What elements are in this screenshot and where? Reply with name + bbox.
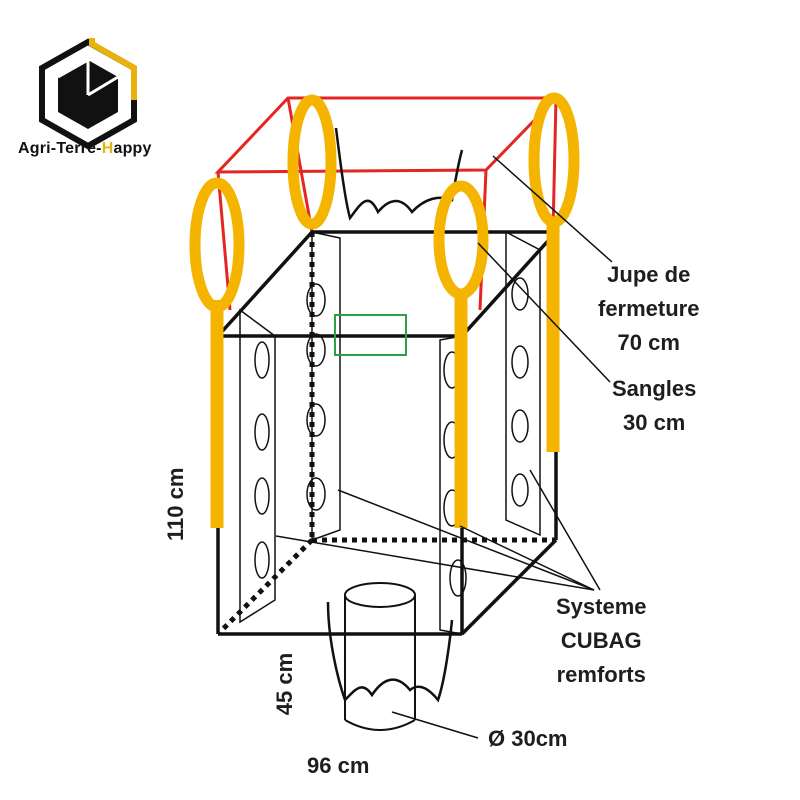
discharge-spout <box>326 582 454 731</box>
cubag-label: Systeme CUBAG remforts <box>556 594 647 687</box>
brand-name: Agri-Terre-Happy <box>18 140 152 157</box>
closing-skirt <box>214 96 560 311</box>
width-label: 96 cm <box>307 753 370 778</box>
hexagon-cube-logo-icon <box>39 38 137 150</box>
spout-diameter-label: Ø 30cm <box>488 726 568 751</box>
height-label: 110 cm <box>163 467 188 541</box>
lifting-straps <box>189 92 580 528</box>
spout-height-label: 45 cm <box>272 652 297 716</box>
skirt-label: Jupe de fermeture 70 cm <box>598 262 700 355</box>
leader-lines <box>275 155 613 739</box>
label-pocket <box>334 314 407 356</box>
straps-label: Sangles 30 cm <box>612 376 697 435</box>
